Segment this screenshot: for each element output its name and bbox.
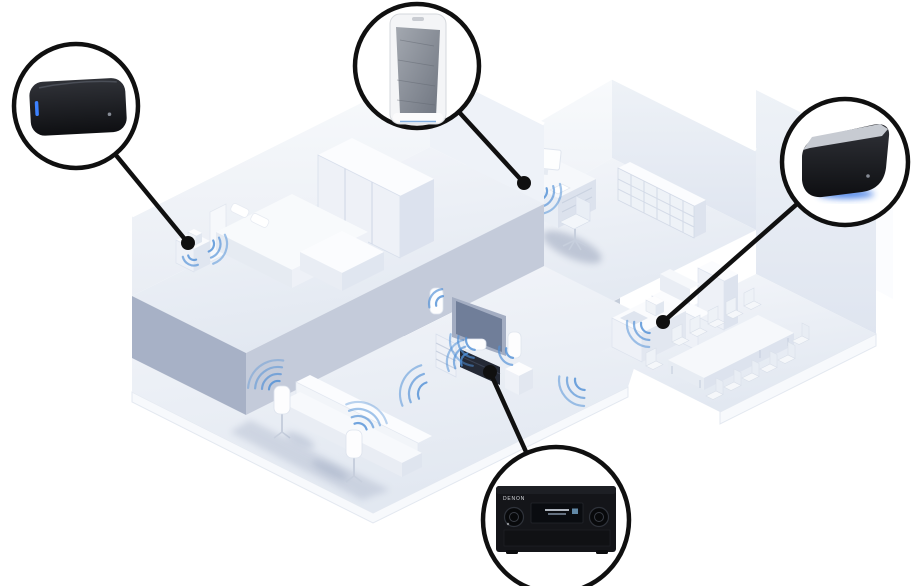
office-chair xyxy=(559,195,591,251)
callout-bottom: DENON xyxy=(480,444,632,586)
office-right-wall xyxy=(612,78,756,230)
floor-stand-speaker xyxy=(273,385,315,449)
sofa xyxy=(280,375,432,477)
leader-lines xyxy=(113,110,799,455)
sound-waves xyxy=(445,338,469,373)
dining-chair xyxy=(759,350,778,373)
callout-right xyxy=(779,96,911,228)
pillow xyxy=(250,213,270,228)
chair-shadow xyxy=(542,230,602,264)
speaker-top-handle xyxy=(803,124,888,150)
front-flap xyxy=(503,529,611,547)
pillow xyxy=(230,203,250,218)
kitchen-dining-room xyxy=(600,261,877,425)
sound-waves xyxy=(345,400,388,431)
kitchen-counter-speaker xyxy=(645,296,664,317)
dining-chair xyxy=(777,341,796,364)
dining-table xyxy=(668,315,794,390)
bedroom-slab-front xyxy=(246,204,544,415)
leader-line-living xyxy=(487,371,530,455)
heos-logo-mark xyxy=(107,112,112,117)
sound-waves xyxy=(557,375,586,408)
leader-dots xyxy=(181,176,670,379)
receiver-brand-label: DENON xyxy=(503,496,525,502)
sound-waves xyxy=(247,358,285,391)
dining-chair xyxy=(723,368,742,391)
living-room xyxy=(398,287,586,408)
leader-line-bedroom xyxy=(113,152,190,245)
dining-chair xyxy=(707,305,726,328)
dining-chair xyxy=(689,314,708,337)
dining-chair xyxy=(671,323,690,346)
wall-speaker-right xyxy=(507,331,522,359)
tower-speaker-icon xyxy=(389,13,447,125)
dining-chair xyxy=(791,322,810,345)
callout-top xyxy=(352,1,482,131)
portable-speaker-icon xyxy=(29,78,127,136)
sound-waves xyxy=(207,233,229,265)
sound-waves xyxy=(427,288,445,309)
volume-knob xyxy=(503,506,525,528)
selector-knob xyxy=(588,506,610,528)
av-receiver-icon: DENON xyxy=(496,486,616,554)
sound-waves xyxy=(398,364,428,407)
dining-chairs xyxy=(645,287,810,400)
floor-stand-speaker xyxy=(311,429,363,483)
subwoofer xyxy=(505,362,533,395)
dining-chair xyxy=(725,296,744,319)
large-speaker-icon xyxy=(802,124,890,199)
leader-line-office xyxy=(457,110,526,185)
dining-chair xyxy=(741,359,760,382)
led-indicator xyxy=(34,101,39,117)
lounge-area xyxy=(230,358,432,500)
sound-waves xyxy=(625,319,651,349)
sound-waves xyxy=(181,254,199,267)
front-floor xyxy=(132,266,650,513)
callout-left xyxy=(11,41,141,171)
bedroom-left-wall xyxy=(132,67,430,296)
sound-waves xyxy=(497,345,515,366)
heos-logo-mark xyxy=(866,174,870,178)
wardrobe xyxy=(317,138,434,259)
sofa-shadow xyxy=(230,420,390,500)
display-icon xyxy=(572,508,578,514)
leader-line-kitchen xyxy=(661,202,799,324)
office-bookcase xyxy=(617,162,706,239)
bedroom-slab-left xyxy=(132,296,246,415)
dining-chair xyxy=(645,347,664,370)
dining-chair xyxy=(743,287,762,310)
dining-chair xyxy=(705,377,724,400)
bed xyxy=(209,194,384,291)
